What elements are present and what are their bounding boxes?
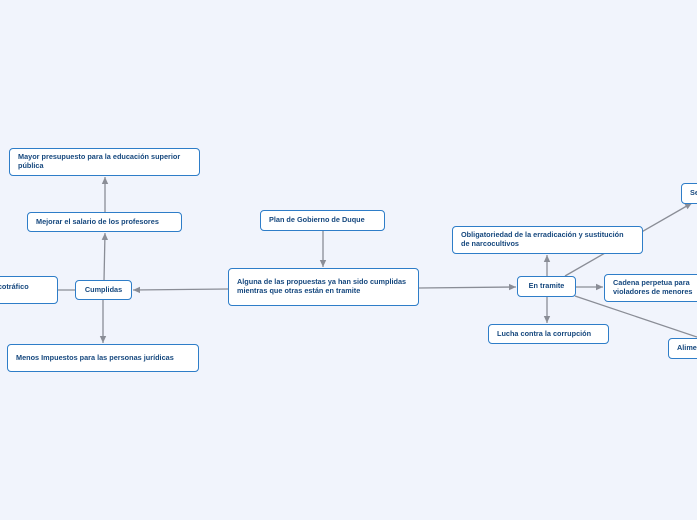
node-lucha-corrupcion-label: Lucha contra la corrupción bbox=[497, 328, 592, 338]
node-cumplidas-label: Cumplidas bbox=[84, 284, 123, 294]
node-obligatoriedad-erradicacion[interactable]: Obligatoriedad de la erradicación y sust… bbox=[452, 226, 643, 254]
node-lucha-corrupcion[interactable]: Lucha contra la corrupción bbox=[488, 324, 609, 344]
node-cadena-perpetua[interactable]: Cadena perpetua para violadores de menor… bbox=[604, 274, 697, 302]
node-alime-label: Alime bbox=[677, 343, 697, 353]
node-narcotrafico[interactable]: rcotráfico bbox=[0, 276, 58, 304]
node-presupuesto-educacion-label: Mayor presupuesto para la educación supe… bbox=[18, 152, 181, 170]
node-menos-impuestos[interactable]: Menos Impuestos para las personas jurídi… bbox=[7, 344, 199, 372]
node-menos-impuestos-label: Menos Impuestos para las personas jurídi… bbox=[16, 352, 174, 362]
node-cadena-perpetua-label: Cadena perpetua para violadores de menor… bbox=[613, 278, 693, 296]
node-obligatoriedad-erradicacion-label: Obligatoriedad de la erradicación y sust… bbox=[461, 230, 624, 248]
node-cumplidas[interactable]: Cumplidas bbox=[75, 280, 132, 300]
node-salario-profesores-label: Mejorar el salario de los profesores bbox=[36, 216, 159, 226]
edge-main-en-tramite bbox=[418, 283, 517, 291]
node-se-label: Se bbox=[690, 188, 697, 198]
node-main-statement-label: Alguna de las propuestas ya han sido cum… bbox=[237, 277, 407, 295]
node-alime[interactable]: Alime bbox=[668, 338, 697, 359]
node-en-tramite-label: En tramite bbox=[528, 281, 565, 291]
node-salario-profesores[interactable]: Mejorar el salario de los profesores bbox=[27, 212, 182, 232]
node-presupuesto-educacion[interactable]: Mayor presupuesto para la educación supe… bbox=[9, 148, 200, 176]
node-plan-de-gobierno-label: Plan de Gobierno de Duque bbox=[269, 215, 365, 225]
edge-main-cumplidas bbox=[132, 286, 229, 294]
edge-tramite-alime bbox=[574, 295, 697, 338]
edge-cumplidas-salario bbox=[101, 232, 109, 282]
node-plan-de-gobierno[interactable]: Plan de Gobierno de Duque bbox=[260, 210, 385, 231]
node-en-tramite[interactable]: En tramite bbox=[517, 276, 576, 297]
node-narcotrafico-label: rcotráfico bbox=[0, 282, 29, 291]
node-main-statement[interactable]: Alguna de las propuestas ya han sido cum… bbox=[228, 268, 419, 306]
node-se[interactable]: Se bbox=[681, 183, 697, 204]
